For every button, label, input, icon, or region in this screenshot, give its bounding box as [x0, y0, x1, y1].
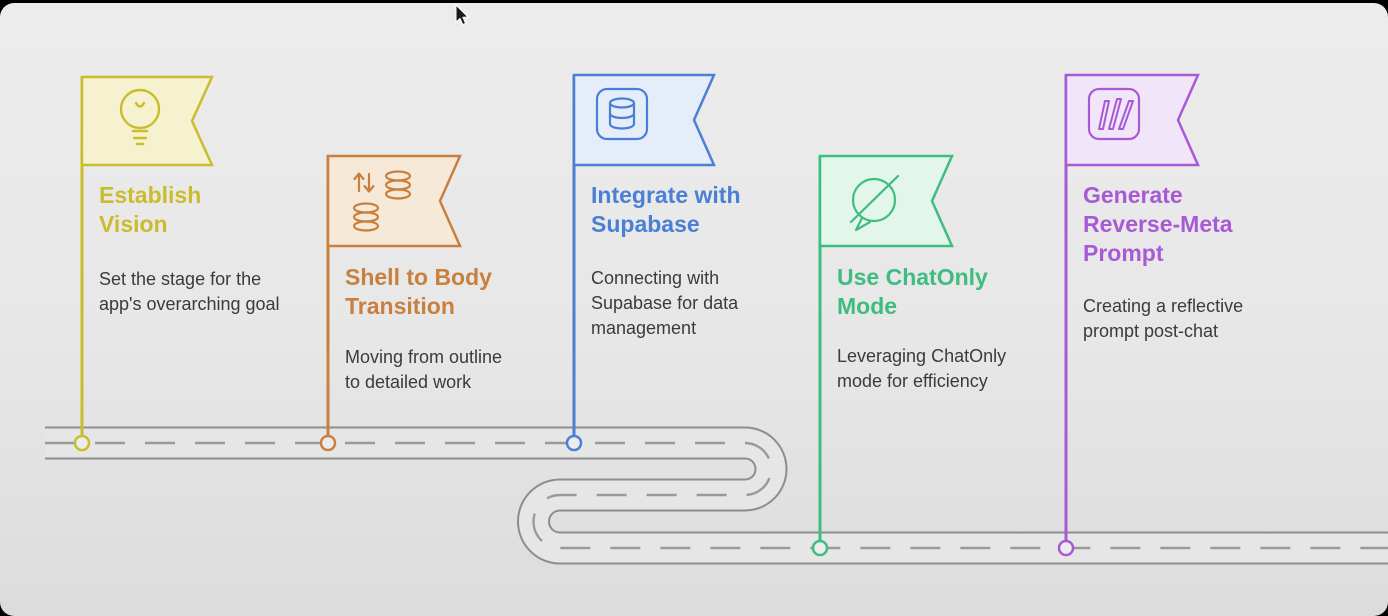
road-marker-dot: [73, 434, 91, 452]
milestone-description: Moving from outline to detailed work: [345, 347, 503, 392]
lightbulb-icon: [119, 88, 161, 146]
milestone-description: Connecting with Supabase for data manage…: [591, 268, 739, 338]
road: [45, 426, 1388, 565]
flag-banner: [80, 75, 214, 167]
flag-banner: [818, 154, 954, 248]
chat-disabled-icon: [849, 174, 900, 232]
milestone-description: Set the stage for the app's overarching …: [99, 269, 280, 314]
flag-banner: [572, 73, 716, 167]
infographic-canvas: Establish Vision Set the stage for the a…: [0, 3, 1388, 616]
road-marker-dot: [319, 434, 337, 452]
milestone-establish-vision: [73, 75, 214, 452]
miro-board-icon: [1087, 87, 1141, 141]
roadmap-graphic: [45, 3, 1388, 565]
flag-banner: [326, 154, 462, 248]
road-marker-dot: [565, 434, 583, 452]
road-marker-dot: [811, 539, 829, 557]
milestone-title: Use ChatOnly Mode: [837, 264, 988, 319]
milestone-title: Shell to Body Transition: [345, 264, 492, 319]
milestone-description: Leveraging ChatOnly mode for efficiency: [837, 346, 1007, 391]
database-icon: [595, 87, 649, 141]
milestone-title: Generate Reverse-Meta Prompt: [1083, 182, 1233, 266]
milestone-shell-to-body-transition: [319, 154, 462, 452]
milestone-title: Integrate with Supabase: [591, 182, 741, 237]
flag-banner: [1064, 73, 1200, 167]
milestone-title: Establish Vision: [99, 182, 202, 237]
milestone-integrate-with-supabase: [565, 73, 716, 452]
milestone-generate-reverse-meta-prompt: [1057, 73, 1200, 557]
milestone-use-chatonly-mode: [811, 154, 954, 557]
data-transfer-icon: [352, 170, 412, 232]
mouse-cursor: [455, 3, 470, 26]
road-marker-dot: [1057, 539, 1075, 557]
road-center-dashes: [45, 441, 1388, 550]
milestone-description: Creating a reflective prompt post-chat: [1083, 296, 1244, 341]
